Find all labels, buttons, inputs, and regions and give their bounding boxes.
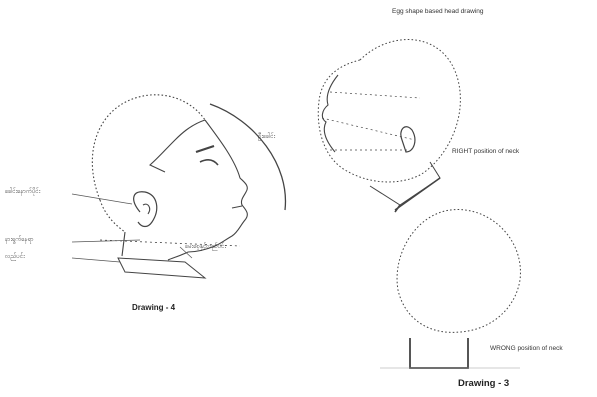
ear-right: [401, 127, 415, 152]
hairline: [150, 120, 205, 172]
neck-wrong: [410, 338, 468, 368]
egg-head-right: [318, 40, 460, 212]
right-neck-label: RIGHT position of neck: [452, 148, 519, 155]
drawing-3-caption: Drawing - 3: [458, 378, 509, 389]
left-leader-lines: [72, 194, 192, 262]
egg-outline: [318, 40, 460, 182]
neck-back: [122, 232, 125, 256]
drawing-4-caption: Drawing - 4: [132, 303, 175, 312]
collar: [118, 258, 205, 278]
wrong-neck-label: WRONG position of neck: [490, 345, 563, 352]
diagram-title: Egg shape based head drawing: [392, 8, 483, 15]
skull-outline-dotted: [92, 95, 205, 200]
left-label-c: လည်ပင်း: [5, 252, 25, 261]
face-profile: [188, 120, 247, 252]
face-arc: [210, 104, 285, 210]
neck-right: [370, 162, 440, 205]
eye: [200, 160, 218, 165]
left-label-e: ဦးခေါင်း: [258, 132, 275, 141]
egg-outline-wrong: [397, 210, 520, 333]
ear: [134, 192, 157, 227]
mouth: [232, 206, 242, 208]
left-label-b: နားရွက်နေရာ: [5, 235, 34, 244]
neck-front: [168, 252, 188, 260]
left-label-d: မေးစေ့နှင့်လည်ပင်း: [185, 242, 226, 251]
left-label-a: ခေါင်းနောက်ပိုင်း: [5, 187, 40, 196]
